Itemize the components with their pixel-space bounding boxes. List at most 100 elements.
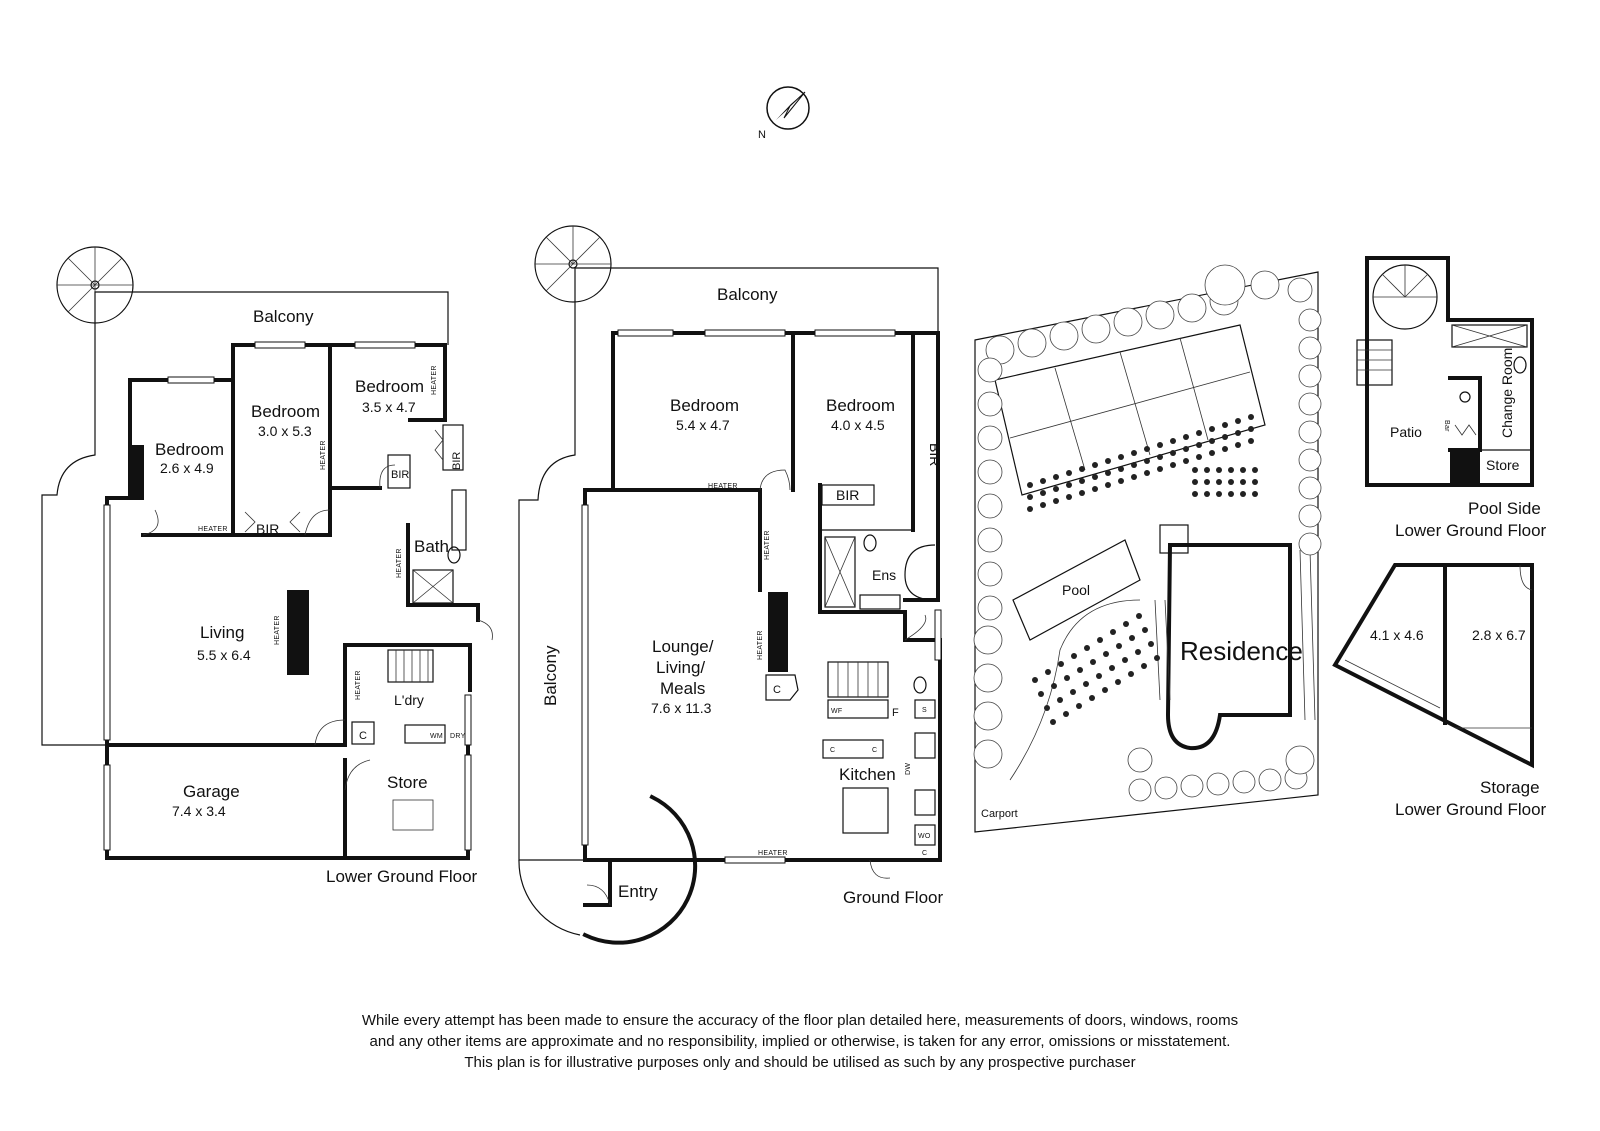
shrub-icon xyxy=(1222,422,1228,428)
tree-icon xyxy=(1298,532,1322,556)
tree-icon xyxy=(1180,774,1204,798)
shrub-icon xyxy=(1196,442,1202,448)
lg-heater-label-2: HEATER xyxy=(431,365,438,395)
shrub-icon xyxy=(1154,655,1160,661)
lg-bedroom-c-name: Bedroom xyxy=(355,377,424,396)
shrub-icon xyxy=(1222,434,1228,440)
tree-icons xyxy=(973,264,1322,802)
shrub-icon xyxy=(1240,491,1246,497)
gf-fridge-label: F xyxy=(892,707,899,719)
tree-icon xyxy=(1287,277,1313,303)
shrub-icon xyxy=(1040,490,1046,496)
shrub-icon xyxy=(1116,643,1122,649)
lg-bedroom-a-name: Bedroom xyxy=(155,440,224,459)
site-carport-label: Carport xyxy=(981,808,1018,820)
tree-icon xyxy=(1145,300,1175,330)
lg-dry-label: DRY xyxy=(450,733,466,740)
shrub-icon xyxy=(1144,446,1150,452)
shrub-icon xyxy=(1248,414,1254,420)
tree-icon xyxy=(973,625,1003,655)
tree-icon xyxy=(977,561,1003,587)
gf-bir-label-1: BIR xyxy=(836,487,859,503)
spiral-stair-icon xyxy=(534,225,612,303)
shrub-icon xyxy=(1170,462,1176,468)
shrub-icon xyxy=(1196,430,1202,436)
ps-bar-label: Bar xyxy=(1443,420,1450,432)
lg-garage-name: Garage xyxy=(183,782,240,801)
lg-bedroom-b-dim: 3.0 x 5.3 xyxy=(258,423,312,439)
shrub-icon xyxy=(1131,474,1137,480)
shrub-icon xyxy=(1209,426,1215,432)
fireplace xyxy=(287,590,309,675)
lg-bir-label-3: BIR xyxy=(451,452,463,470)
ps-store-label: Store xyxy=(1486,457,1520,473)
shrub-icon xyxy=(1144,470,1150,476)
pool xyxy=(1012,539,1141,641)
shrub-icon xyxy=(1252,479,1258,485)
shrub-icon xyxy=(1105,458,1111,464)
gf-caption: Ground Floor xyxy=(843,888,943,907)
tree-icon xyxy=(1298,392,1322,416)
tree-icon xyxy=(977,459,1003,485)
shrub-icon xyxy=(1096,673,1102,679)
st-caption-line1: Storage xyxy=(1480,778,1540,797)
tree-icon xyxy=(1298,364,1322,388)
lg-heater-label-5: HEATER xyxy=(274,615,281,645)
tree-icon xyxy=(1127,747,1153,773)
shrub-icon xyxy=(1157,466,1163,472)
pool-side-plan: Patio Change Room Bar Store Pool Side Lo… xyxy=(1356,256,1547,540)
shrub-icon xyxy=(1105,470,1111,476)
shrub-icon xyxy=(1118,478,1124,484)
disclaimer: While every attempt has been made to ens… xyxy=(300,1010,1300,1073)
shrub-icon xyxy=(1115,679,1121,685)
shrub-icon xyxy=(1183,446,1189,452)
storage-plan: 4.1 x 4.6 2.8 x 6.7 Storage Lower Ground… xyxy=(1332,563,1547,819)
shrub-icon xyxy=(1051,683,1057,689)
ps-change-room-label: Change Room xyxy=(1499,348,1515,438)
shrub-icon xyxy=(1118,466,1124,472)
tennis-court xyxy=(994,324,1266,496)
shrub-icon xyxy=(1090,659,1096,665)
tree-icon xyxy=(973,663,1003,693)
gf-bedroom-a-name: Bedroom xyxy=(670,396,739,415)
gf-balcony-top-label: Balcony xyxy=(717,285,778,304)
shrub-icon xyxy=(1122,657,1128,663)
shrub-icon xyxy=(1142,627,1148,633)
shrub-icon xyxy=(1240,479,1246,485)
shrub-icon xyxy=(1089,695,1095,701)
shrub-icon xyxy=(1141,663,1147,669)
shrub-icon xyxy=(1228,479,1234,485)
shrub-icon xyxy=(1102,687,1108,693)
shrub-icon xyxy=(1110,629,1116,635)
compass: N xyxy=(758,86,810,141)
shrub-icon xyxy=(1192,491,1198,497)
site-residence-label: Residence xyxy=(1180,636,1303,666)
tree-icon xyxy=(1154,776,1178,800)
shrub-icon xyxy=(1105,482,1111,488)
gf-wo-label: WO xyxy=(918,833,931,840)
lg-heater-label-4: HEATER xyxy=(396,548,403,578)
lg-living-name: Living xyxy=(200,623,244,642)
tree-icon xyxy=(1204,264,1246,306)
lg-bedroom-b-name: Bedroom xyxy=(251,402,320,421)
disclaimer-line-2: and any other items are approximate and … xyxy=(369,1033,1231,1050)
gf-bedroom-a-dim: 5.4 x 4.7 xyxy=(676,417,730,433)
gf-lounge-dim: 7.6 x 11.3 xyxy=(651,700,712,716)
tree-icon xyxy=(1250,270,1280,300)
shrub-icon xyxy=(1070,689,1076,695)
shrub-icon xyxy=(1135,649,1141,655)
shrub-icon xyxy=(1157,442,1163,448)
shrub-icon xyxy=(1053,474,1059,480)
shrub-icon xyxy=(1183,458,1189,464)
tree-icon xyxy=(1128,778,1152,802)
shrub-icon xyxy=(1216,467,1222,473)
lg-wm-label: WM xyxy=(430,733,443,740)
shrub-icon xyxy=(1057,697,1063,703)
tree-icon xyxy=(1298,476,1322,500)
st-room-a-dim: 4.1 x 4.6 xyxy=(1370,627,1424,643)
shrub-icon xyxy=(1066,470,1072,476)
stair-icon xyxy=(1356,339,1393,386)
shrub-icon xyxy=(1170,438,1176,444)
shrub-icon xyxy=(1079,478,1085,484)
